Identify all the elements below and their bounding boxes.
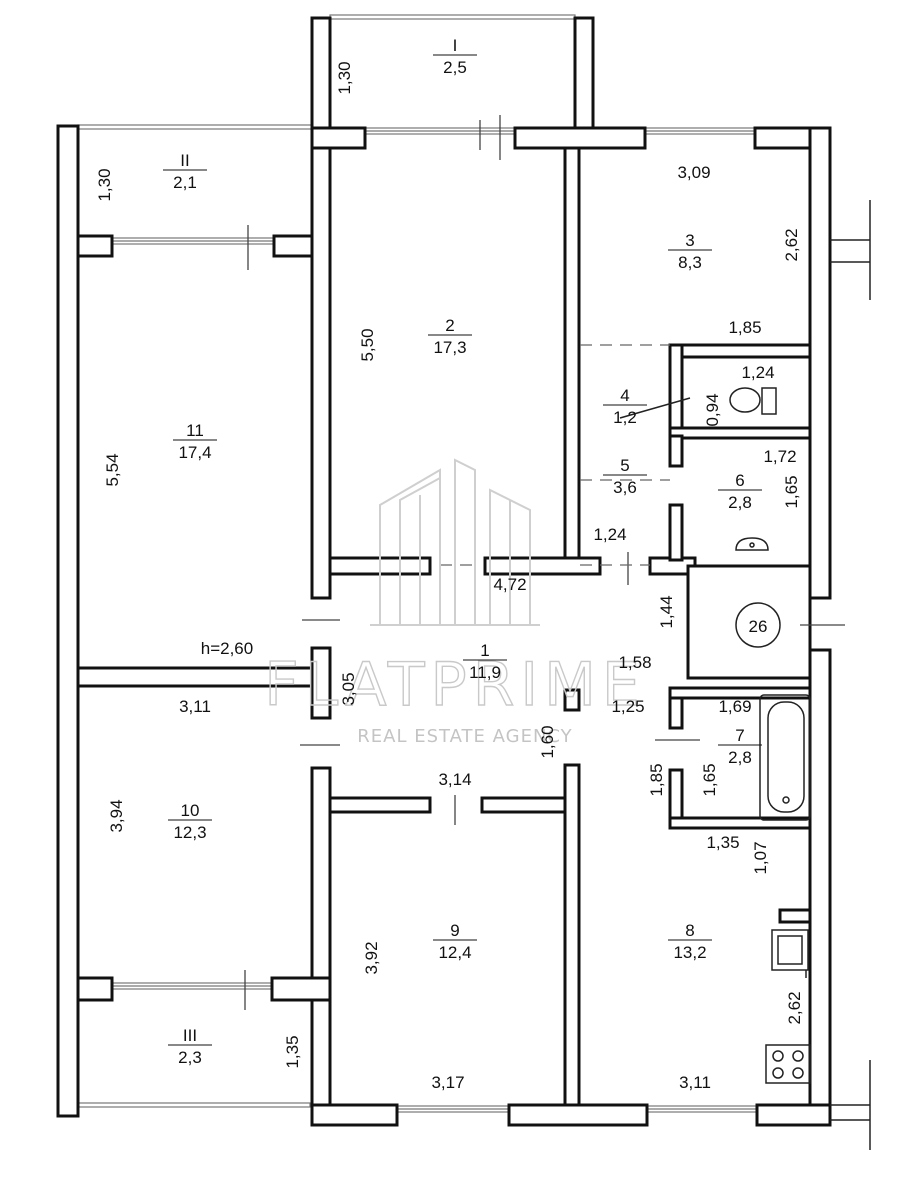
room-area: 12,4 <box>438 943 471 962</box>
room-number: II <box>180 151 189 170</box>
shaft-circle <box>735 602 781 648</box>
dimension-label: h=2,60 <box>201 639 253 658</box>
room-label-8: 813,2 <box>668 921 712 962</box>
room-area: 8,3 <box>678 253 702 272</box>
dimension-label: 1,72 <box>763 447 796 466</box>
room-area: 12,3 <box>173 823 206 842</box>
shaft-label: 26 <box>749 617 768 636</box>
dimension-label: 5,50 <box>358 328 377 361</box>
room-area: 2,1 <box>173 173 197 192</box>
room-label-7: 72,8 <box>718 726 762 767</box>
room-area: 13,2 <box>673 943 706 962</box>
dimension-label: 1,35 <box>283 1035 302 1068</box>
room-area: 17,3 <box>433 338 466 357</box>
watermark-brand: FLATPRIME <box>264 650 646 720</box>
room-label-3: 38,3 <box>668 231 712 272</box>
room-number: 8 <box>685 921 694 940</box>
room-label-4: 41,2 <box>603 386 647 427</box>
watermark: FLATPRIME REAL ESTATE AGENCY <box>263 458 646 747</box>
room-area: 17,4 <box>178 443 211 462</box>
dimension-label: 5,54 <box>103 453 122 486</box>
room-number: 2 <box>445 316 454 335</box>
dimension-label: 1,30 <box>335 61 354 94</box>
room-number: 3 <box>685 231 694 250</box>
room-number: 4 <box>620 386 629 405</box>
room-label-2: 217,3 <box>428 316 472 357</box>
dimension-label: 1,69 <box>718 697 751 716</box>
bathtub-icon <box>759 694 811 821</box>
dimension-label: 3,05 <box>339 672 358 705</box>
watermark-logo <box>370 458 540 626</box>
dimension-label: 1,44 <box>657 595 676 628</box>
sink-icon <box>735 537 769 551</box>
dimension-label: 1,60 <box>538 725 557 758</box>
stove-icon <box>765 1044 811 1084</box>
dimension-label: 3,11 <box>679 1073 711 1092</box>
room-area: 3,6 <box>613 478 637 497</box>
room-number: 6 <box>735 471 744 490</box>
room-number: 11 <box>186 421 204 440</box>
dimension-label: 1,65 <box>782 475 801 508</box>
room-label-10: 10 12,3 <box>168 801 212 842</box>
dimension-label: 1,24 <box>593 525 626 544</box>
room-label-11: 11 17,4 <box>173 421 217 462</box>
room-area: 2,5 <box>443 58 467 77</box>
kitchen-sink-icon <box>771 929 809 978</box>
dimension-label: 2,62 <box>785 991 804 1024</box>
fixtures <box>619 387 811 1084</box>
room-area: 2,3 <box>178 1048 202 1067</box>
toilet-icon <box>729 387 777 415</box>
dimension-label: 1,07 <box>751 841 770 874</box>
room-number: 10 <box>181 801 200 820</box>
door-markers <box>244 115 845 1010</box>
room-number: 5 <box>620 456 629 475</box>
room-label-6: 62,8 <box>718 471 762 512</box>
watermark-tagline: REAL ESTATE AGENCY <box>357 726 572 747</box>
room-number: I <box>453 36 458 55</box>
room-label-9: 912,4 <box>433 921 477 962</box>
dimension-label: 1,85 <box>728 318 761 337</box>
dimension-label: 1,30 <box>95 168 114 201</box>
room-area: 1,2 <box>613 408 637 427</box>
room-label-III: III 2,3 <box>168 1026 212 1067</box>
room-number: 1 <box>480 641 489 660</box>
dimension-label: 3,14 <box>438 770 471 789</box>
dimension-label: 1,25 <box>611 697 644 716</box>
dimension-label: 3,17 <box>431 1073 464 1092</box>
dimension-label: 3,09 <box>677 163 710 182</box>
dimension-label: 1,85 <box>647 763 666 796</box>
room-label-I: I 2,5 <box>433 36 477 77</box>
dimension-label: 3,92 <box>362 941 381 974</box>
room-area: 2,8 <box>728 748 752 767</box>
walls <box>56 16 871 1150</box>
dimension-label: 3,94 <box>107 799 126 832</box>
room-number: 7 <box>735 726 744 745</box>
room-area: 2,8 <box>728 493 752 512</box>
dimension-label: 1,35 <box>706 833 739 852</box>
dimension-label: 1,65 <box>700 763 719 796</box>
room-label-II: II 2,1 <box>163 151 207 192</box>
dimension-label: 1,24 <box>741 363 774 382</box>
dimension-label: 3,11 <box>179 697 211 716</box>
room-label-5: 53,6 <box>603 456 647 497</box>
room-label-1: 111,9 <box>463 641 507 682</box>
dimension-labels: 1,301,305,503,092,621,851,240,941,721,65… <box>0 0 804 1092</box>
dimension-label: 2,62 <box>782 228 801 261</box>
dimension-label: 0,94 <box>703 393 722 426</box>
room-number: 9 <box>450 921 459 940</box>
room-area: 11,9 <box>469 663 501 682</box>
dimension-label: 3,11 <box>0 0 16 4</box>
room-number: III <box>183 1026 197 1045</box>
dimension-label: 1,58 <box>618 653 651 672</box>
dimension-label: 4,72 <box>493 575 526 594</box>
